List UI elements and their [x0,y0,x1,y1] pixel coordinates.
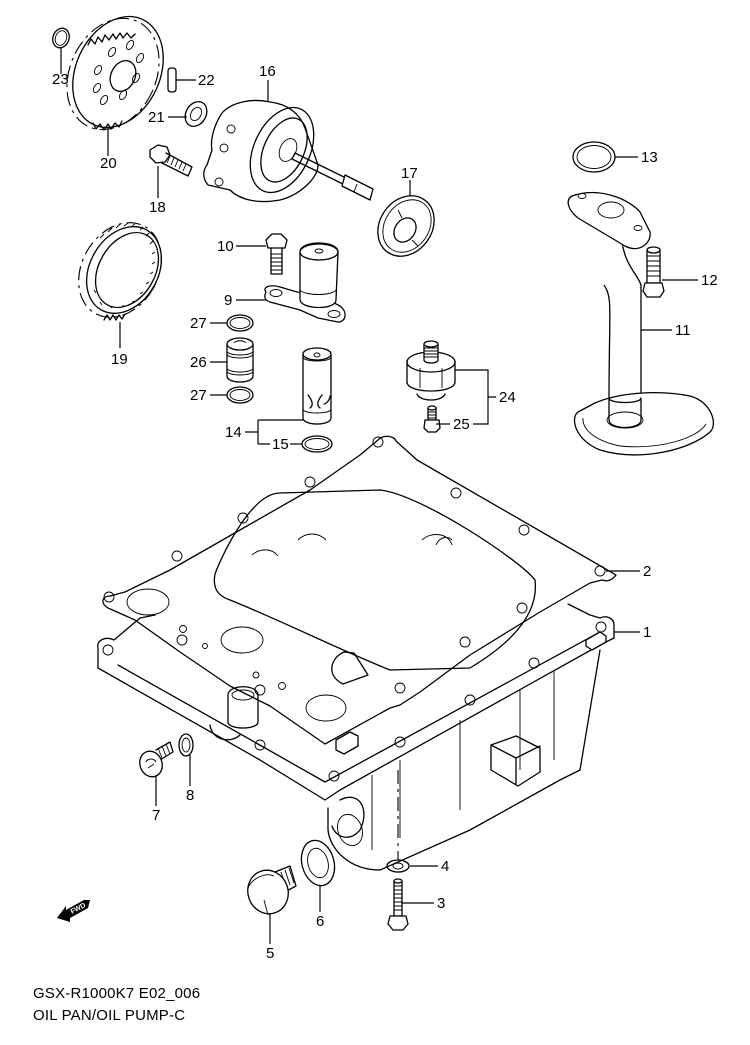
part-18-oil-pump-bolt[interactable] [149,144,193,177]
part-19-driven-gear-ring[interactable] [62,208,178,333]
part-25-regulator-plug[interactable] [423,405,441,433]
part-9-oil-pipe-holder[interactable] [264,242,346,323]
callout-5: 5 [266,945,274,962]
part-27-o-ring[interactable] [226,386,254,404]
fwd-label: FWD [70,902,87,916]
callout-12: 12 [701,272,718,289]
part-8-plug-gasket[interactable] [178,733,194,757]
part-27-o-ring[interactable] [226,314,254,332]
part-21-washer[interactable] [181,98,211,131]
part-11-oil-strainer-pipe[interactable] [567,191,714,456]
model-code: GSX-R1000K7 E02_006 [33,985,201,1002]
callout-18: 18 [149,199,166,216]
callout-2: 2 [643,563,651,580]
callout-6: 6 [316,913,324,930]
callout-24: 24 [499,389,516,406]
part-16-oil-pump[interactable] [203,97,374,203]
callout-14: 14 [225,424,242,441]
callout-13: 13 [641,149,658,166]
callout-26: 26 [190,354,207,371]
part-15-oil-pipe-o-ring[interactable] [301,435,333,453]
callout-17: 17 [401,165,418,182]
callout-25: 25 [453,416,470,433]
callout-7: 7 [152,807,160,824]
part-24-oil-pressure-regulator[interactable] [406,340,456,401]
leader-lines [60,48,698,944]
callout-9: 9 [224,292,232,309]
callout-16: 16 [259,63,276,80]
part-7-plug[interactable] [136,741,174,780]
part-20-oil-pump-driven-gear[interactable] [50,2,181,145]
callout-1: 1 [643,624,651,641]
callout-numbers: 23 20 22 21 18 16 17 10 9 27 26 27 19 14… [52,63,718,962]
callout-27a: 27 [190,315,207,332]
callout-8: 8 [186,787,194,804]
callout-21: 21 [148,109,165,126]
callout-11: 11 [675,322,691,339]
callout-27b: 27 [190,387,207,404]
part-26-joint-pipe[interactable] [226,337,254,383]
callout-4: 4 [441,858,449,875]
fwd-arrow-icon: FWD [57,900,90,922]
part-6-drain-plug-gasket[interactable] [297,837,340,890]
part-23-circlip[interactable] [50,26,72,50]
part-10-holder-bolt[interactable] [265,233,288,275]
callout-23: 23 [52,71,69,88]
callout-3: 3 [437,895,445,912]
part-12-strainer-bolt[interactable] [642,246,665,298]
part-1-oil-pan[interactable] [97,603,615,871]
part-13-strainer-o-ring[interactable] [572,141,616,173]
callout-15: 15 [272,436,289,453]
part-2-oil-pan-gasket[interactable] [102,435,617,745]
callout-22: 22 [198,72,215,89]
part-22-pin[interactable] [167,67,177,93]
callout-19: 19 [111,351,128,368]
diagram-title: OIL PAN/OIL PUMP-C [33,1007,186,1024]
callout-20: 20 [100,155,117,172]
callout-10: 10 [217,238,234,255]
part-14-oil-pipe[interactable] [302,347,332,425]
part-3-oil-pan-bolt[interactable] [387,878,409,931]
part-5-drain-plug[interactable] [242,864,297,919]
part-17-oil-pump-gasket[interactable] [366,185,445,267]
